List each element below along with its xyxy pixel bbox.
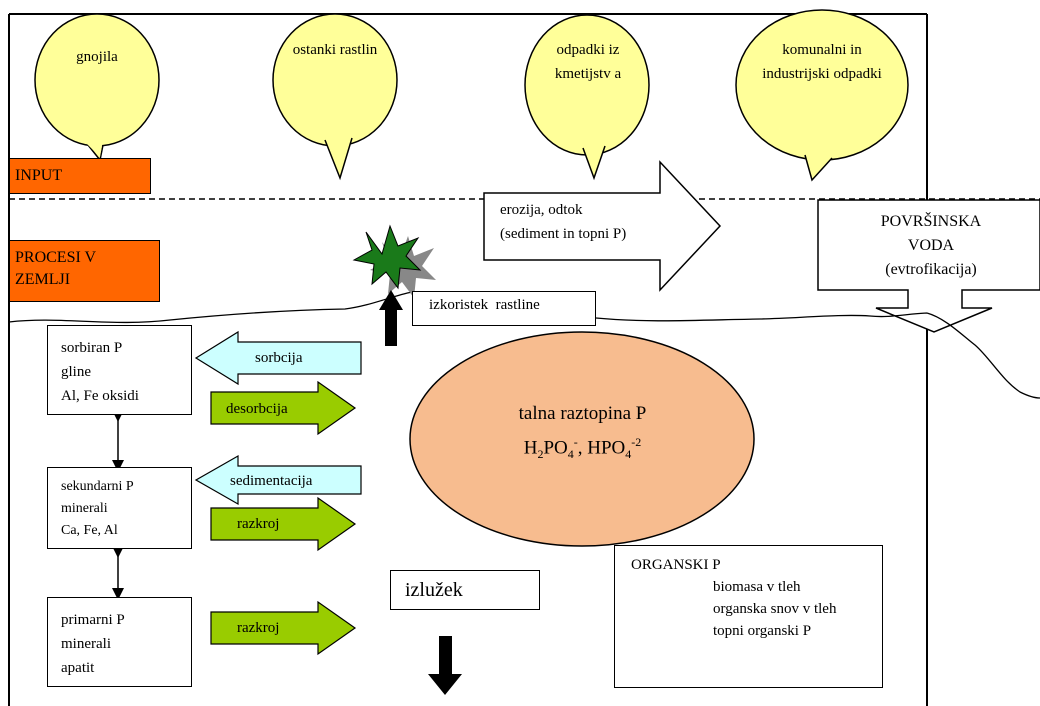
pool-sorbed-line3: Al, Fe oksidi xyxy=(61,388,139,404)
bubble-odpadki-shape xyxy=(524,14,650,181)
surface-water-line1: POVRŠINSKA xyxy=(880,213,982,230)
pool-sorbed-line2: gline xyxy=(61,364,91,380)
erosion-label-line1: erozija, odtok xyxy=(500,202,583,218)
input-zone-label-text: INPUT xyxy=(15,167,63,184)
erosion-arrow-shape xyxy=(483,160,722,292)
soil-solution-title: talna raztopina P xyxy=(518,403,647,424)
plant-uptake-box: izkoristek rastline xyxy=(412,291,596,326)
sedimentation-arrow-shape xyxy=(194,454,362,506)
bubble-ostanki-rastlin: ostanki rastlin xyxy=(285,38,385,62)
organic-p-box: ORGANSKI P biomasa v tleh organska snov … xyxy=(614,545,883,688)
bubble-gnojila: gnojila xyxy=(45,45,149,69)
dissolution-arrow-2-shape xyxy=(210,600,357,656)
formula-po: PO xyxy=(543,437,568,459)
bubble-komunalni-shape xyxy=(735,9,909,182)
formula-hpo: , HPO xyxy=(577,437,626,459)
pool-primary-line3: apatit xyxy=(61,660,95,676)
bubble-komunalni-odpadki-label: komunalni in industrijski odpadki xyxy=(762,42,882,82)
processes-zone-label-line1: PROCESI V xyxy=(15,249,97,266)
formula-h-sub: 2 xyxy=(537,447,544,462)
organic-p-item3: topni organski P xyxy=(713,623,812,639)
bubble-ostanki-rastlin-label: ostanki rastlin xyxy=(292,42,378,58)
plant-icon xyxy=(352,224,436,298)
bubble-ostanki-shape xyxy=(272,13,398,181)
processes-zone-label: PROCESI V ZEMLJI xyxy=(9,240,160,302)
organic-p-title: ORGANSKI P xyxy=(631,557,721,573)
bubble-shapes xyxy=(34,9,909,182)
surface-water-line2: VODA xyxy=(907,237,955,254)
organic-p-item2: organska snov v tleh xyxy=(713,601,837,617)
input-zone-label: INPUT xyxy=(9,158,151,194)
desorption-arrow-shape xyxy=(210,380,357,436)
bubble-gnojila-shape xyxy=(34,13,160,162)
soil-solution-formula: H2PO4-, HPO4-2 xyxy=(450,428,715,468)
dissolution-label-2: razkroj xyxy=(237,620,280,636)
sorption-arrow-shape xyxy=(194,330,362,386)
formula-hpo-sub: 4 xyxy=(625,447,632,462)
sedimentation-label: sedimentacija xyxy=(230,473,313,489)
pool-secondary-line3: Ca, Fe, Al xyxy=(61,523,118,538)
bubble-komunalni-odpadki: komunalni in industrijski odpadki xyxy=(758,38,886,86)
formula-h: H xyxy=(523,437,538,459)
leaching-arrow xyxy=(428,636,462,695)
organic-p-item1: biomasa v tleh xyxy=(713,579,801,595)
formula-hpo-sup: -2 xyxy=(631,435,642,449)
pool-primary-line1: primarni P xyxy=(61,612,125,628)
desorption-label: desorbcija xyxy=(226,401,288,417)
erosion-label-line2: (sediment in topni P) xyxy=(500,226,627,242)
soil-solution-ellipse xyxy=(409,331,755,547)
sorption-label: sorbcija xyxy=(255,350,303,366)
pool-secondary-line2: minerali xyxy=(61,501,108,516)
surface-water-label: POVRŠINSKA VODA (evtrofikacija) xyxy=(836,210,1026,282)
soil-solution-label: talna raztopina P H2PO4-, HPO4-2 xyxy=(450,400,715,468)
plant-uptake-label: izkoristek rastline xyxy=(429,297,540,313)
leaching-label: izlužek xyxy=(405,579,463,601)
surface-water-callout-shape xyxy=(817,199,1040,333)
bubble-odpadki-kmetijstva: odpadki iz kmetijstv a xyxy=(548,38,628,116)
pool-secondary-p: sekundarni P minerali Ca, Fe, Al xyxy=(47,467,192,549)
erosion-label: erozija, odtok (sediment in topni P) xyxy=(500,198,626,246)
pool-sorbed-p: sorbiran P gline Al, Fe oksidi xyxy=(47,325,192,415)
processes-zone-label-line2: ZEMLJI xyxy=(15,271,71,288)
outer-frame xyxy=(8,13,928,706)
pool-primary-p: primarni P minerali apatit xyxy=(47,597,192,687)
bubble-odpadki-kmetijstva-label: odpadki iz kmetijstv a xyxy=(554,42,622,82)
dissolution-arrow-1-shape xyxy=(210,496,357,552)
formula-po-sup: - xyxy=(573,435,578,449)
soil-surface-line xyxy=(8,291,1040,399)
leaching-box: izlužek xyxy=(390,570,540,610)
dissolution-label-1: razkroj xyxy=(237,516,280,532)
pool-sorbed-line1: sorbiran P xyxy=(61,340,123,356)
pool-secondary-line1: sekundarni P xyxy=(61,479,134,494)
surface-water-line3: (evtrofikacija) xyxy=(885,261,977,278)
bubble-gnojila-label: gnojila xyxy=(76,49,118,65)
plant-uptake-arrow xyxy=(379,290,403,346)
pool-primary-line2: minerali xyxy=(61,636,111,652)
formula-po-sub: 4 xyxy=(567,447,574,462)
